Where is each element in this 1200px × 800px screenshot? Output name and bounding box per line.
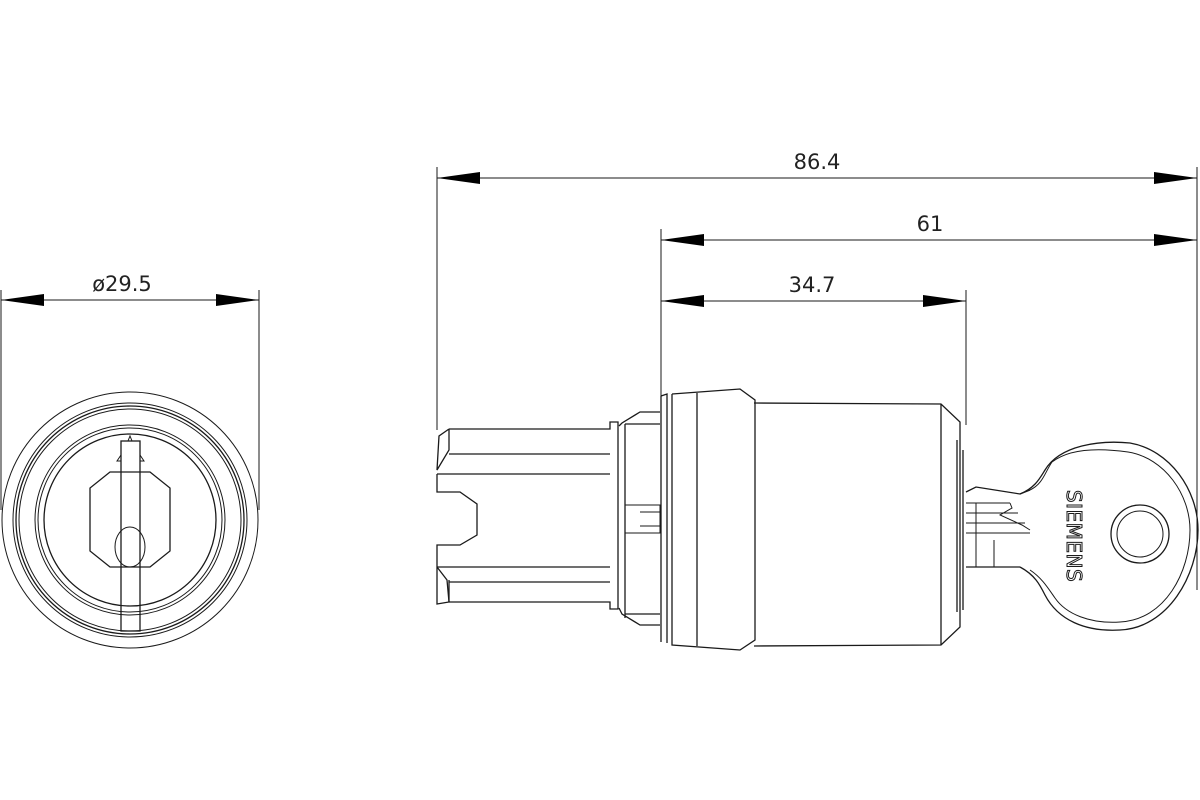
dim-overall-length: 86.4 — [794, 150, 841, 174]
diameter-label: ø29.5 — [92, 272, 152, 296]
lock-cylinder — [89, 471, 171, 568]
front-view: ø29.5 — [0, 272, 260, 649]
key-brand-text: SIEMENS — [1062, 490, 1086, 582]
diameter-dimension: ø29.5 — [0, 272, 260, 510]
mounting-neck — [618, 411, 661, 626]
key-blade-front — [120, 440, 141, 632]
front-bezel — [660, 388, 756, 651]
side-view-dimensions: 86.4 61 34.7 — [436, 150, 1198, 590]
key: SIEMENS — [965, 441, 1199, 631]
dim-bezel-to-key: 61 — [917, 212, 944, 236]
actuator-housing — [753, 402, 964, 647]
rear-latch — [436, 421, 619, 610]
key-bow — [1019, 441, 1199, 631]
dim-bezel-to-face: 34.7 — [789, 273, 836, 297]
side-view-body: SIEMENS — [436, 388, 1199, 651]
